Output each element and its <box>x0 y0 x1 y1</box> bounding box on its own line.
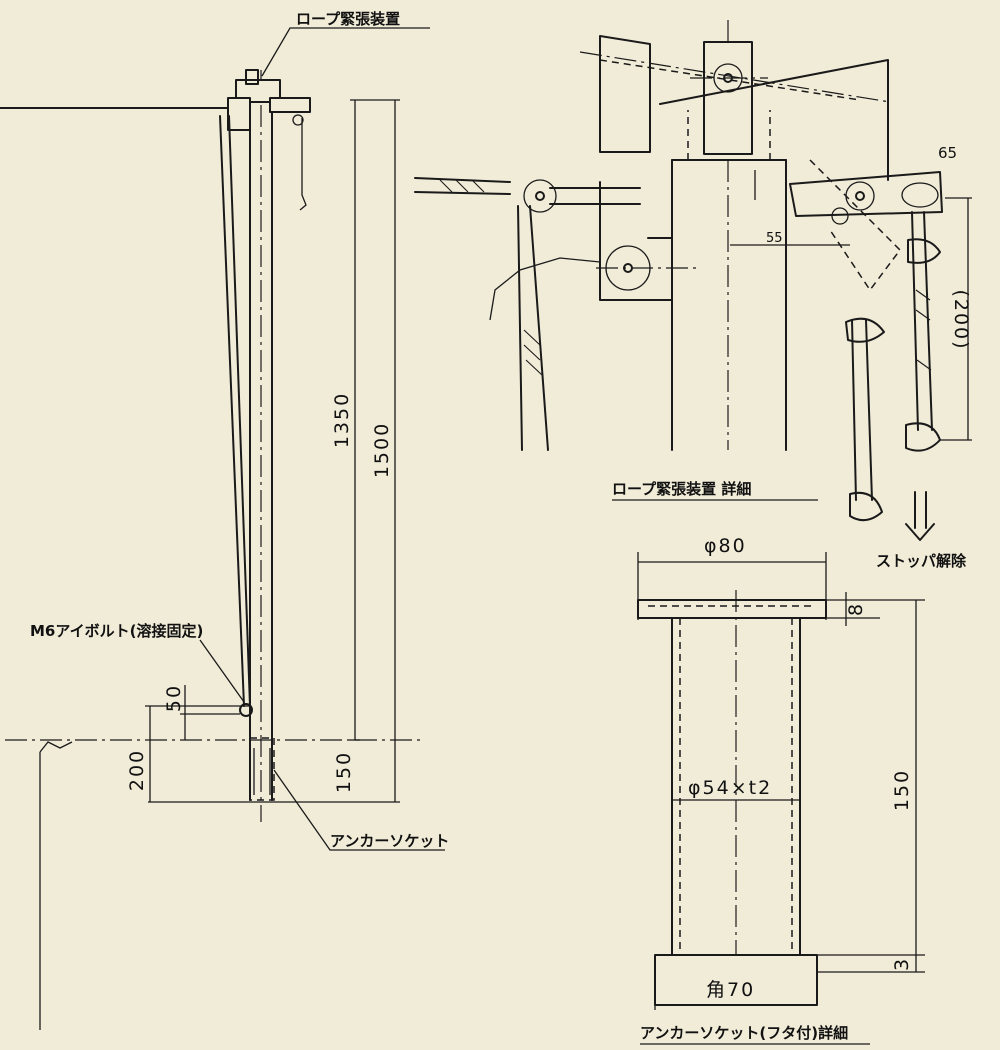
dim-1350: 1350 <box>331 392 353 448</box>
dim-50: 50 <box>163 684 185 712</box>
dim-200-paren: (200) <box>950 289 972 350</box>
label-eyebolt: M6アイボルト(溶接固定) <box>30 622 203 640</box>
label-rope-tensioner: ロープ緊張装置 <box>296 10 400 28</box>
label-tensioner-detail: ロープ緊張装置 詳細 <box>612 480 751 498</box>
rope-tensioner-detail: (200) 65 55 ストッパ解除 ロープ緊張装置 詳細 <box>414 20 972 570</box>
post-elevation: 1350 1500 150 200 50 ロープ緊張装置 M6アイボルト(溶接固… <box>0 10 449 1030</box>
label-stopper-release: ストッパ解除 <box>876 552 967 570</box>
label-anchor-socket-detail: アンカーソケット(フタ付)詳細 <box>640 1024 848 1042</box>
dim-phi80: φ80 <box>704 535 747 557</box>
dim-65: 65 <box>938 144 957 162</box>
dim-1500: 1500 <box>371 422 393 478</box>
dim-3: 3 <box>891 957 913 971</box>
dim-sq70: 角70 <box>706 979 755 1001</box>
label-anchor-socket: アンカーソケット <box>330 832 449 850</box>
anchor-socket-detail: φ80 φ54×t2 8 150 3 角70 アンカーソケット(フタ付)詳細 <box>637 535 925 1045</box>
dim-150-left: 150 <box>333 751 355 793</box>
dim-200: 200 <box>126 749 148 791</box>
dim-8: 8 <box>845 602 867 616</box>
dim-150-right: 150 <box>891 769 913 811</box>
dim-pipe: φ54×t2 <box>688 777 772 799</box>
dim-55: 55 <box>766 231 783 246</box>
